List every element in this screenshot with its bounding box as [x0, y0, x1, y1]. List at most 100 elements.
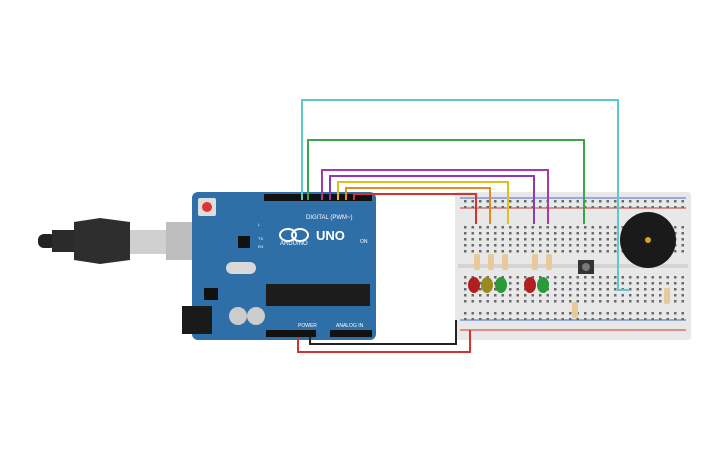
breadboard-hole[interactable]: [659, 282, 662, 285]
breadboard-hole[interactable]: [606, 206, 610, 209]
breadboard-hole[interactable]: [516, 312, 520, 315]
breadboard-hole[interactable]: [674, 288, 677, 291]
breadboard-hole[interactable]: [486, 200, 490, 203]
breadboard-hole[interactable]: [591, 282, 595, 285]
breadboard-hole[interactable]: [509, 232, 512, 235]
breadboard-hole[interactable]: [621, 312, 625, 315]
breadboard-hole[interactable]: [614, 244, 617, 247]
breadboard-hole[interactable]: [674, 276, 677, 279]
breadboard-hole[interactable]: [561, 206, 565, 209]
breadboard-hole[interactable]: [599, 238, 602, 241]
breadboard-hole[interactable]: [501, 244, 505, 247]
breadboard-hole[interactable]: [486, 300, 490, 303]
breadboard-hole[interactable]: [539, 244, 542, 247]
breadboard-hole[interactable]: [629, 282, 632, 285]
breadboard-hole[interactable]: [554, 288, 557, 291]
breadboard-hole[interactable]: [599, 300, 602, 303]
breadboard-hole[interactable]: [621, 282, 625, 285]
breadboard-hole[interactable]: [464, 250, 467, 253]
breadboard-hole[interactable]: [524, 300, 527, 303]
breadboard-hole[interactable]: [561, 288, 565, 291]
breadboard-hole[interactable]: [554, 244, 557, 247]
breadboard-hole[interactable]: [516, 282, 520, 285]
breadboard-hole[interactable]: [539, 312, 542, 315]
breadboard-hole[interactable]: [651, 294, 655, 297]
breadboard-hole[interactable]: [636, 300, 640, 303]
breadboard-hole[interactable]: [554, 318, 557, 321]
breadboard-hole[interactable]: [576, 250, 580, 253]
breadboard-hole[interactable]: [539, 232, 542, 235]
breadboard-hole[interactable]: [561, 276, 565, 279]
breadboard-hole[interactable]: [501, 250, 505, 253]
breadboard-hole[interactable]: [501, 238, 505, 241]
breadboard-hole[interactable]: [666, 200, 670, 203]
breadboard-hole[interactable]: [584, 226, 587, 229]
breadboard-hole[interactable]: [471, 206, 475, 209]
breadboard-hole[interactable]: [524, 294, 527, 297]
breadboard-hole[interactable]: [501, 206, 505, 209]
breadboard-hole[interactable]: [576, 226, 580, 229]
breadboard-hole[interactable]: [554, 250, 557, 253]
piezo-buzzer[interactable]: [620, 212, 676, 268]
breadboard-hole[interactable]: [494, 300, 497, 303]
breadboard-hole[interactable]: [464, 312, 467, 315]
breadboard-hole[interactable]: [471, 294, 475, 297]
breadboard-hole[interactable]: [486, 206, 490, 209]
breadboard-hole[interactable]: [479, 200, 482, 203]
breadboard-hole[interactable]: [614, 232, 617, 235]
breadboard-hole[interactable]: [531, 276, 535, 279]
breadboard-hole[interactable]: [644, 300, 647, 303]
breadboard-hole[interactable]: [494, 244, 497, 247]
breadboard-hole[interactable]: [486, 294, 490, 297]
breadboard-hole[interactable]: [636, 312, 640, 315]
breadboard-hole[interactable]: [681, 206, 685, 209]
breadboard-hole[interactable]: [569, 300, 572, 303]
breadboard-hole[interactable]: [599, 226, 602, 229]
breadboard-hole[interactable]: [674, 232, 677, 235]
breadboard-hole[interactable]: [584, 238, 587, 241]
breadboard-hole[interactable]: [539, 238, 542, 241]
breadboard-hole[interactable]: [599, 318, 602, 321]
breadboard-hole[interactable]: [509, 226, 512, 229]
breadboard-hole[interactable]: [674, 282, 677, 285]
breadboard-hole[interactable]: [644, 288, 647, 291]
breadboard-hole[interactable]: [644, 312, 647, 315]
breadboard-hole[interactable]: [659, 294, 662, 297]
breadboard-hole[interactable]: [494, 318, 497, 321]
breadboard-hole[interactable]: [614, 312, 617, 315]
breadboard-hole[interactable]: [576, 300, 580, 303]
breadboard-hole[interactable]: [524, 250, 527, 253]
breadboard-hole[interactable]: [494, 200, 497, 203]
breadboard-hole[interactable]: [681, 288, 685, 291]
breadboard-hole[interactable]: [576, 282, 580, 285]
breadboard-hole[interactable]: [494, 294, 497, 297]
breadboard-hole[interactable]: [576, 276, 580, 279]
breadboard-hole[interactable]: [681, 312, 685, 315]
breadboard-hole[interactable]: [546, 276, 550, 279]
breadboard-hole[interactable]: [554, 226, 557, 229]
breadboard-hole[interactable]: [681, 294, 685, 297]
breadboard-hole[interactable]: [584, 250, 587, 253]
breadboard-hole[interactable]: [501, 276, 505, 279]
breadboard-hole[interactable]: [584, 300, 587, 303]
breadboard-hole[interactable]: [494, 312, 497, 315]
breadboard-hole[interactable]: [629, 276, 632, 279]
breadboard-hole[interactable]: [621, 276, 625, 279]
breadboard-hole[interactable]: [584, 276, 587, 279]
breadboard-hole[interactable]: [606, 244, 610, 247]
breadboard-hole[interactable]: [659, 318, 662, 321]
breadboard-hole[interactable]: [501, 200, 505, 203]
breadboard-hole[interactable]: [464, 288, 467, 291]
breadboard-hole[interactable]: [606, 294, 610, 297]
breadboard-hole[interactable]: [599, 294, 602, 297]
breadboard-hole[interactable]: [464, 276, 467, 279]
breadboard-hole[interactable]: [591, 238, 595, 241]
breadboard-hole[interactable]: [561, 250, 565, 253]
breadboard-hole[interactable]: [554, 276, 557, 279]
breadboard-hole[interactable]: [479, 300, 482, 303]
breadboard-hole[interactable]: [584, 294, 587, 297]
breadboard-hole[interactable]: [531, 226, 535, 229]
breadboard-hole[interactable]: [501, 312, 505, 315]
breadboard-hole[interactable]: [539, 226, 542, 229]
breadboard-hole[interactable]: [666, 276, 670, 279]
